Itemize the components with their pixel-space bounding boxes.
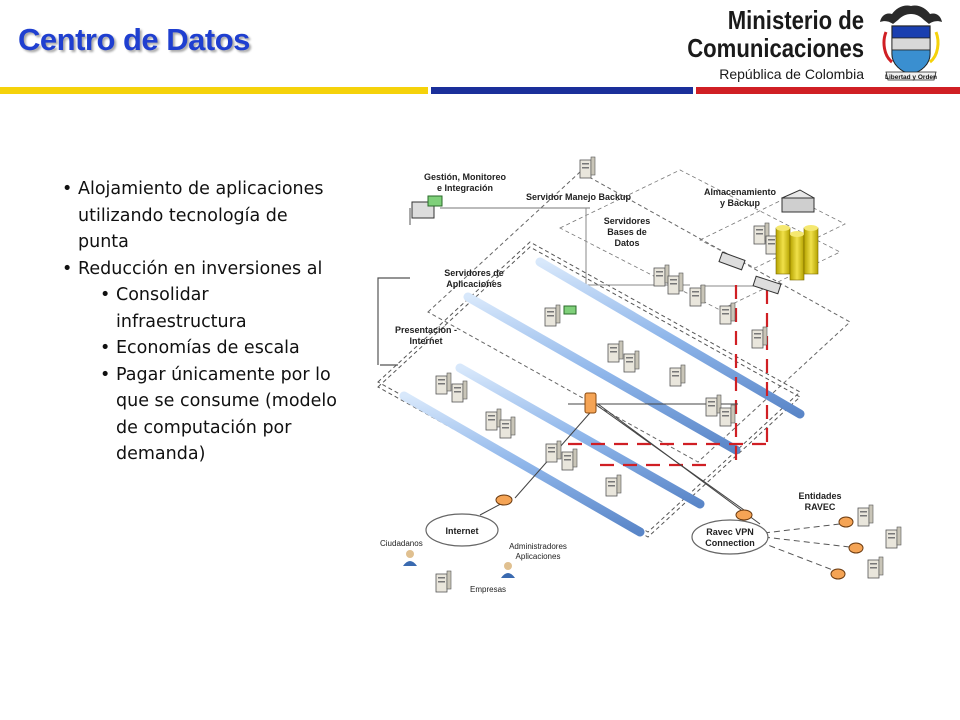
ministry-logo-text: Ministerio de Comunicaciones República d…: [656, 6, 864, 84]
label-backup-server: Servidor Manejo Backup: [526, 192, 632, 202]
sub-bullet-item: Economías de escala: [100, 335, 342, 362]
label-presentacion: Presentación -Internet: [395, 325, 457, 346]
ministry-line-2: Comunicaciones: [687, 33, 864, 63]
label-internet: Internet: [445, 526, 478, 536]
bullet-list: Alojamiento de aplicaciones utilizando t…: [62, 176, 342, 468]
ministry-line-1: Ministerio de: [727, 5, 864, 35]
bullet-item: Reducción en inversiones al: [62, 256, 342, 283]
header-stripe-yellow: [0, 87, 428, 94]
header-stripe-red: [696, 87, 960, 94]
label-empresas: Empresas: [470, 585, 506, 594]
coat-of-arms-icon: Libertad y Orden: [880, 5, 942, 81]
label-ciudadanos: Ciudadanos: [380, 539, 423, 548]
sub-bullet-item: Pagar únicamente por lo que se consume (…: [100, 362, 342, 468]
seal-motto: Libertad y Orden: [885, 74, 937, 81]
page-title: Centro de Datos: [18, 22, 250, 57]
header-stripe-blue: [431, 87, 693, 94]
bullet-item: Alojamiento de aplicaciones utilizando t…: [62, 176, 342, 256]
ministry-line-3: República de Colombia: [719, 66, 864, 82]
sub-bullet-item: Consolidar infraestructura: [100, 282, 342, 335]
